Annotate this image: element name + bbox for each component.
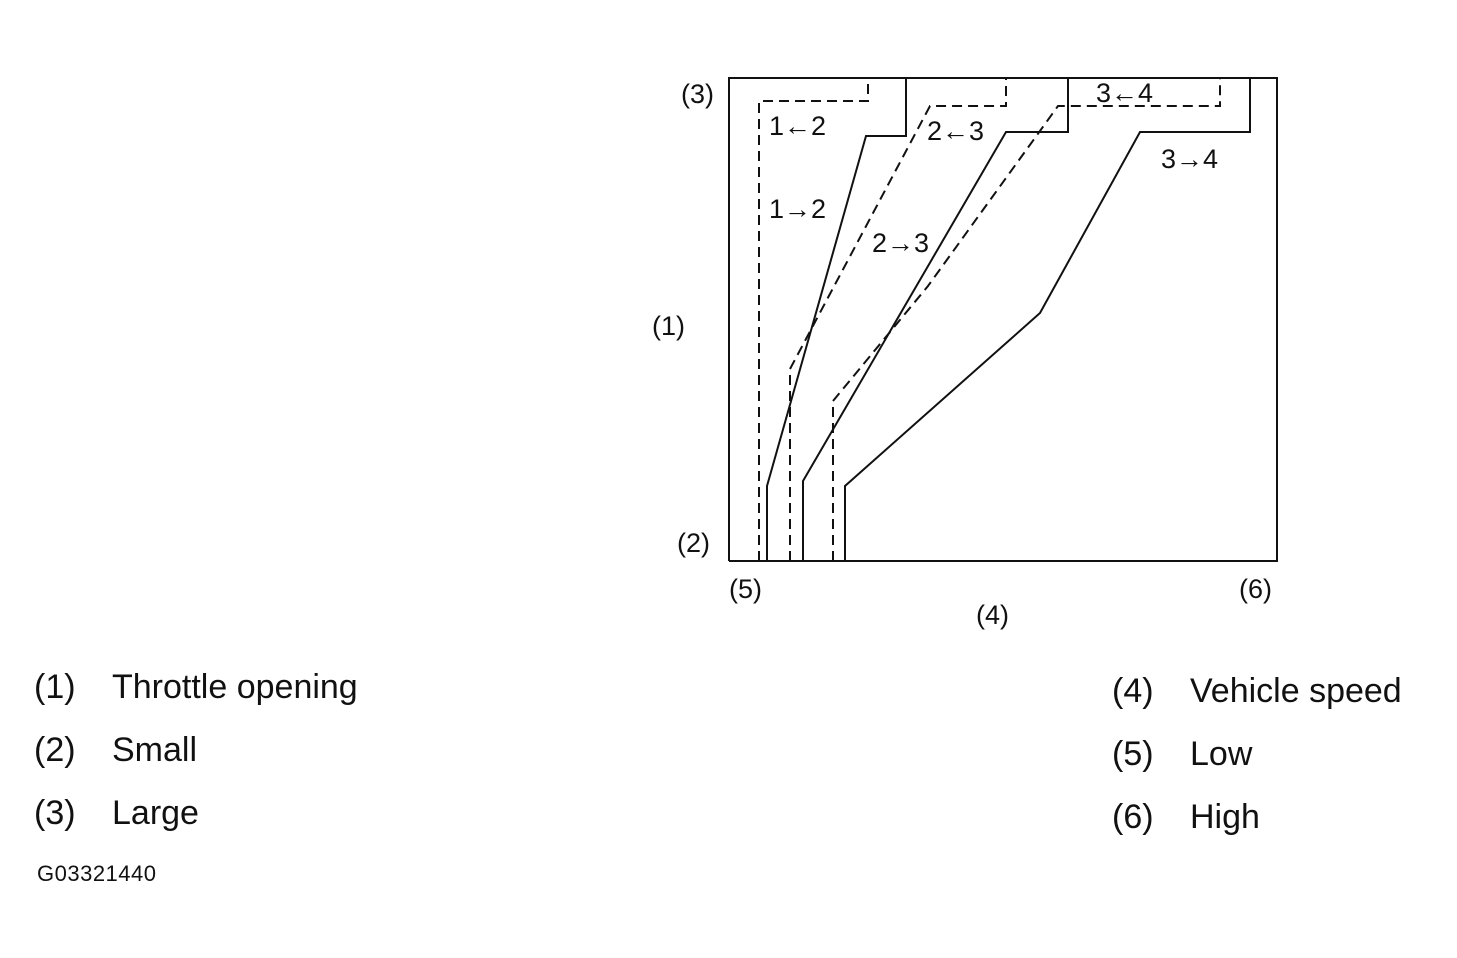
marker-large: (3)	[681, 79, 714, 109]
legend-text: Vehicle speed	[1190, 672, 1402, 710]
label-downshift-1-2: 1←2	[769, 111, 826, 141]
label-upshift-2-3: 2→3	[872, 228, 929, 258]
downshift-line-2-3	[789, 78, 1007, 561]
legend-item-small: (2) Small	[34, 733, 358, 796]
label-downshift-3-4: 3←4	[1096, 78, 1153, 108]
legend-item-high: (6) High	[1112, 800, 1402, 863]
legend-key: (5)	[1112, 735, 1154, 773]
legend-text: High	[1190, 798, 1260, 836]
legend-item-large: (3) Large	[34, 796, 358, 859]
marker-high: (6)	[1239, 574, 1272, 604]
upshift-line-2-3	[802, 78, 1069, 561]
legend-item-low: (5) Low	[1112, 737, 1402, 800]
label-upshift-3-4: 3→4	[1161, 144, 1218, 174]
legend-key: (3)	[34, 794, 76, 832]
label-upshift-1-2: 1→2	[769, 194, 826, 224]
upshift-line-3-4	[844, 78, 1251, 561]
marker-small: (2)	[677, 528, 710, 558]
label-downshift-2-3: 2←3	[927, 116, 984, 146]
figure-code: G03321440	[37, 861, 157, 886]
legend-text: Throttle opening	[112, 668, 358, 706]
legend-left: (1) Throttle opening (2) Small (3) Large	[34, 670, 358, 859]
marker-throttle-opening: (1)	[652, 311, 685, 341]
legend-key: (4)	[1112, 672, 1154, 710]
legend-item-throttle-opening: (1) Throttle opening	[34, 670, 358, 733]
downshift-line-3-4	[832, 78, 1221, 561]
legend-text: Large	[112, 794, 199, 832]
chart-frame	[728, 77, 1278, 562]
upshift-line-1-2	[766, 78, 907, 561]
marker-low: (5)	[729, 574, 762, 604]
legend-right: (4) Vehicle speed (5) Low (6) High	[1112, 674, 1402, 863]
legend-key: (6)	[1112, 798, 1154, 836]
marker-vehicle-speed: (4)	[976, 600, 1009, 630]
legend-text: Small	[112, 731, 198, 769]
legend-key: (1)	[34, 668, 76, 706]
legend-text: Low	[1190, 735, 1253, 773]
downshift-line-1-2	[758, 78, 869, 561]
legend-item-vehicle-speed: (4) Vehicle speed	[1112, 674, 1402, 737]
legend-key: (2)	[34, 731, 76, 769]
